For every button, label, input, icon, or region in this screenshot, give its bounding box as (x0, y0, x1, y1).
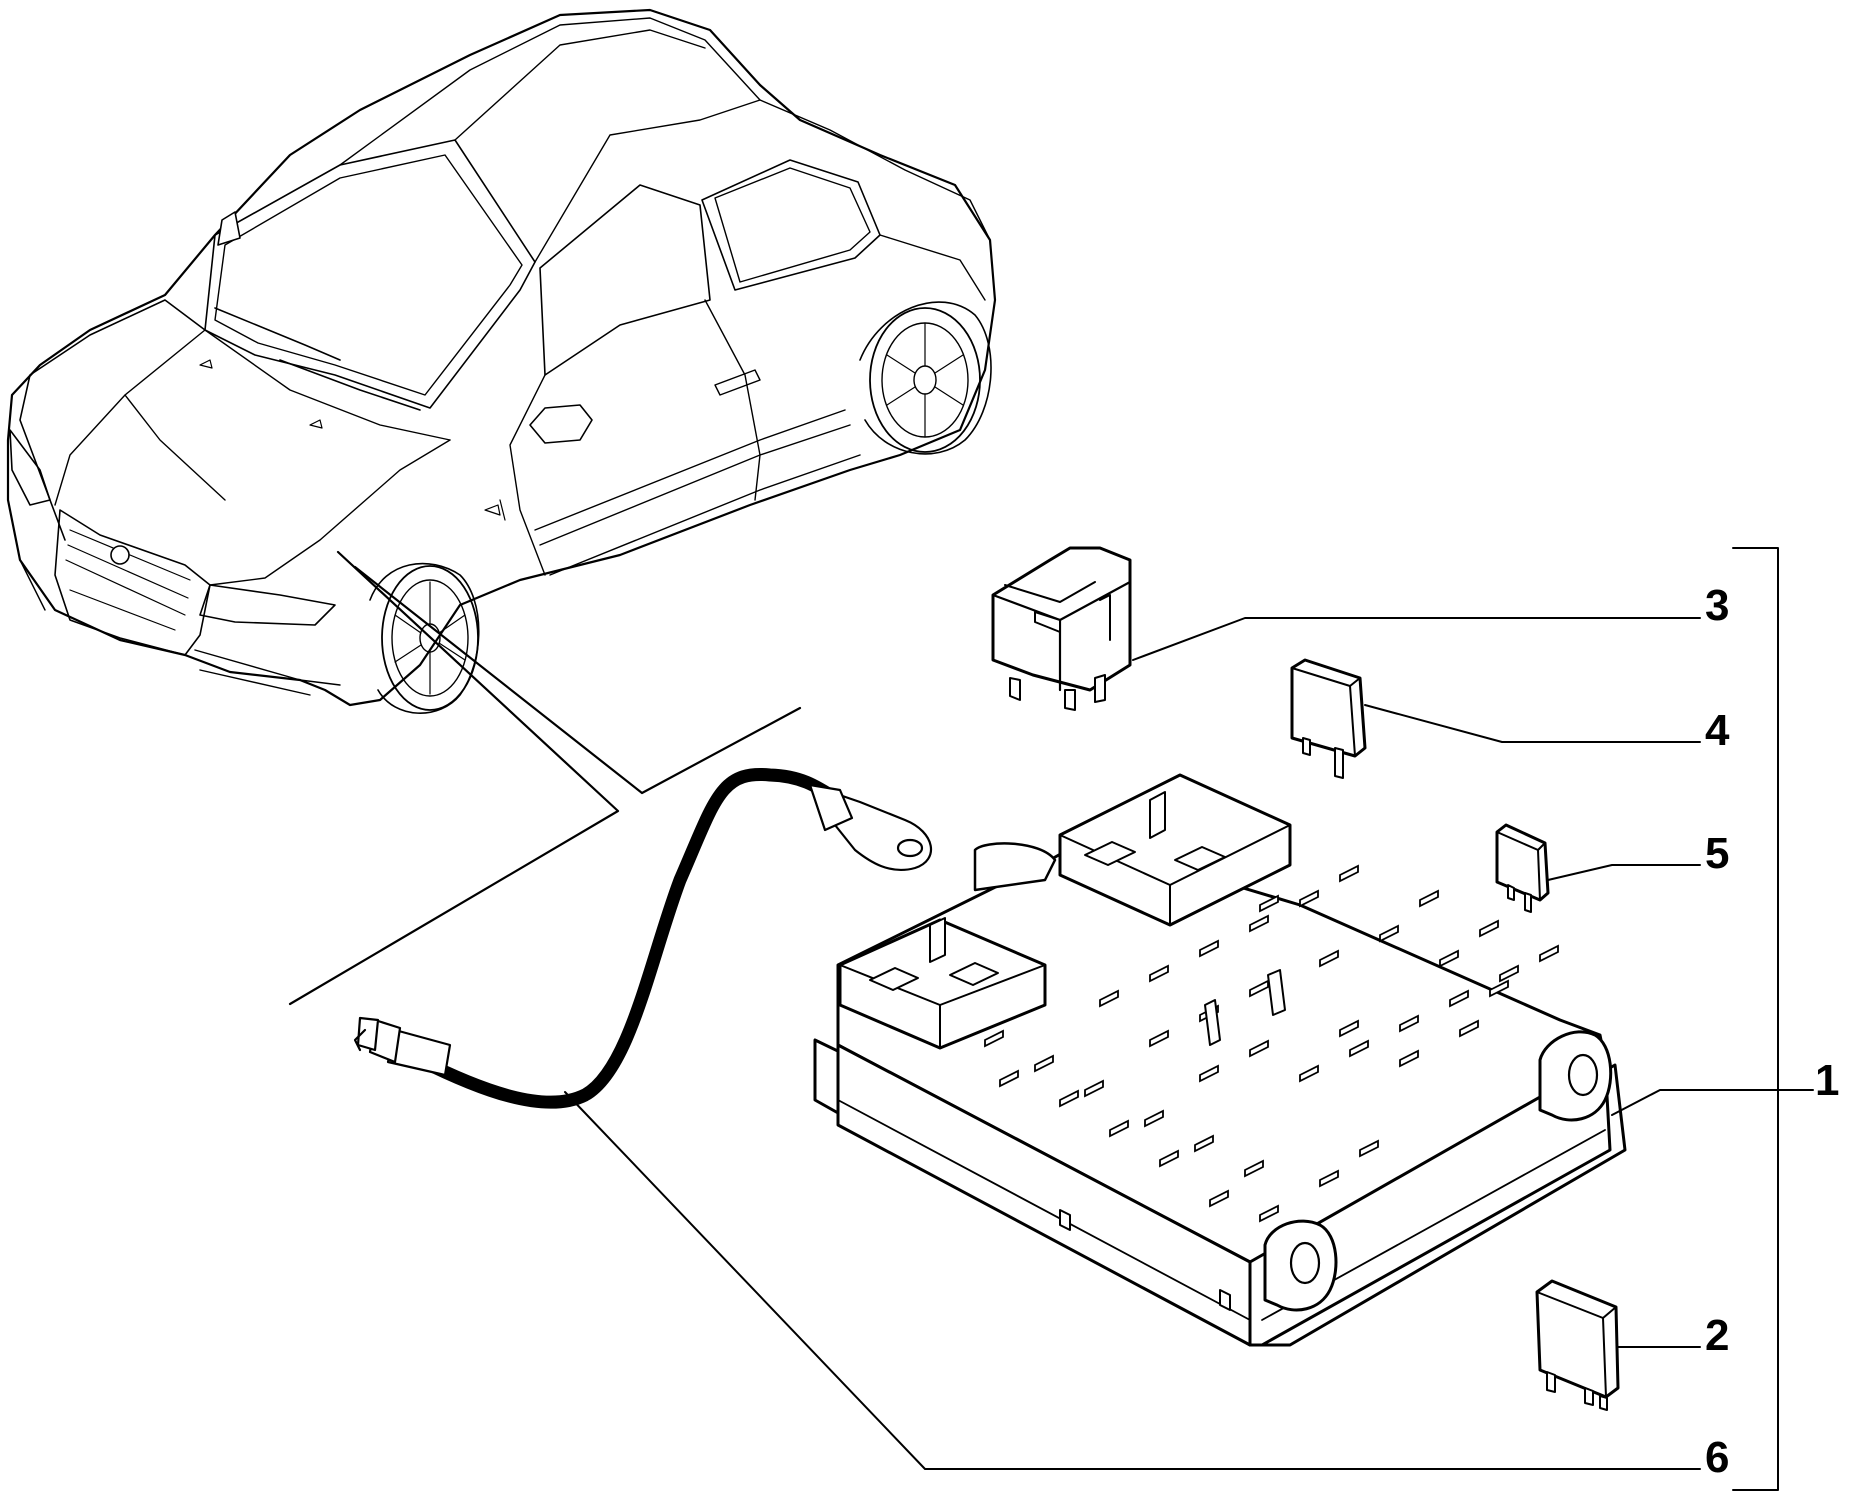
relay-large (991, 546, 1132, 711)
car-illustration (6, 8, 997, 714)
fuse-medium (1290, 658, 1367, 779)
callout-1: 1 (1815, 1056, 1839, 1105)
group-bracket (1732, 547, 1779, 1491)
leader-lines (564, 617, 1814, 1470)
fuse-box (813, 773, 1627, 1347)
callout-6: 6 (1705, 1433, 1729, 1482)
callout-3: 3 (1705, 581, 1729, 630)
location-pointer (288, 550, 802, 1006)
callout-5: 5 (1705, 829, 1729, 878)
callout-labels: 3 4 5 1 2 6 (1705, 581, 1839, 1482)
callout-4: 4 (1705, 706, 1730, 755)
callout-2: 2 (1705, 1311, 1729, 1360)
fuse-small (1495, 823, 1550, 913)
micro-relay (1535, 1279, 1620, 1411)
battery-cable (353, 767, 933, 1109)
